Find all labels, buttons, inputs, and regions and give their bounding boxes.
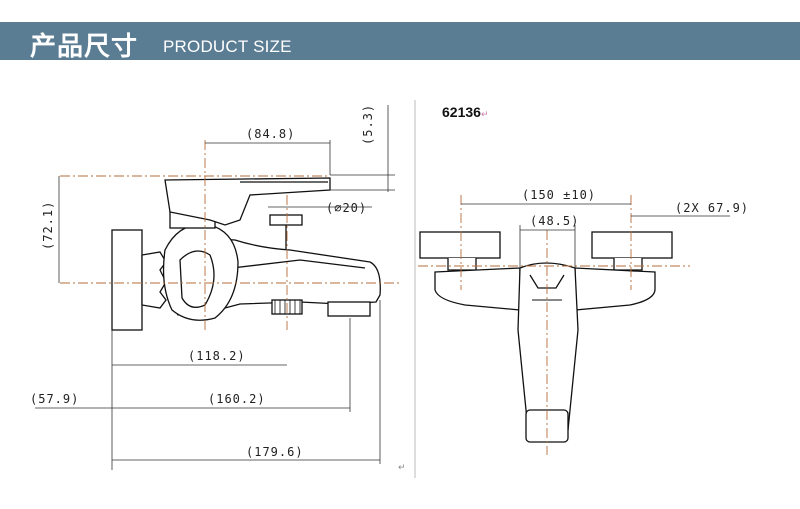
lever-handle — [164, 177, 331, 226]
dim-spout-length: (160.2) — [208, 392, 266, 406]
shower-outlet — [327, 301, 371, 317]
nut-left — [447, 258, 477, 271]
flange-left — [419, 231, 501, 259]
flange-right — [591, 231, 673, 259]
return-mark: ↵ — [480, 109, 489, 119]
dim-handle-length: (84.8) — [246, 127, 295, 141]
model-number: 62136 — [442, 104, 481, 120]
diverter-knob — [269, 214, 303, 226]
nut-right — [613, 258, 643, 271]
model-label: 62136↵ — [442, 104, 488, 120]
side-view — [111, 177, 381, 331]
dim-knob-diameter: (∅20) — [326, 201, 367, 215]
header-bar: 产品尺寸 PRODUCT SIZE — [0, 22, 800, 62]
dim-body-width: (48.5) — [530, 214, 579, 228]
header-title-cn: 产品尺寸 — [30, 32, 139, 62]
center-lines-front — [418, 195, 690, 455]
dim-eccentric: (2X 67.9) — [675, 201, 749, 215]
dimension-lines-front — [461, 203, 730, 268]
dim-height: (72.1) — [41, 201, 55, 250]
aerator-thread — [274, 300, 301, 314]
arm-right — [574, 267, 656, 311]
center-lines-side — [60, 140, 400, 330]
dim-center-distance: (150 ±10) — [522, 188, 596, 202]
end-mark: ↵ — [398, 463, 406, 473]
wall-plate — [111, 229, 143, 331]
dim-wall-offset: (57.9) — [30, 392, 79, 406]
front-view — [419, 231, 673, 443]
arm-left — [434, 267, 521, 311]
dim-total-length: (179.6) — [246, 445, 304, 459]
valve-inner — [179, 250, 215, 308]
dim-handle-offset: (5.3) — [361, 104, 375, 145]
dim-outlet-to-wall: (118.2) — [188, 349, 246, 363]
header-title-en: PRODUCT SIZE — [163, 37, 292, 56]
dimension-lines-side — [35, 105, 395, 470]
spout-line — [214, 259, 366, 271]
connector-nut — [141, 251, 167, 309]
